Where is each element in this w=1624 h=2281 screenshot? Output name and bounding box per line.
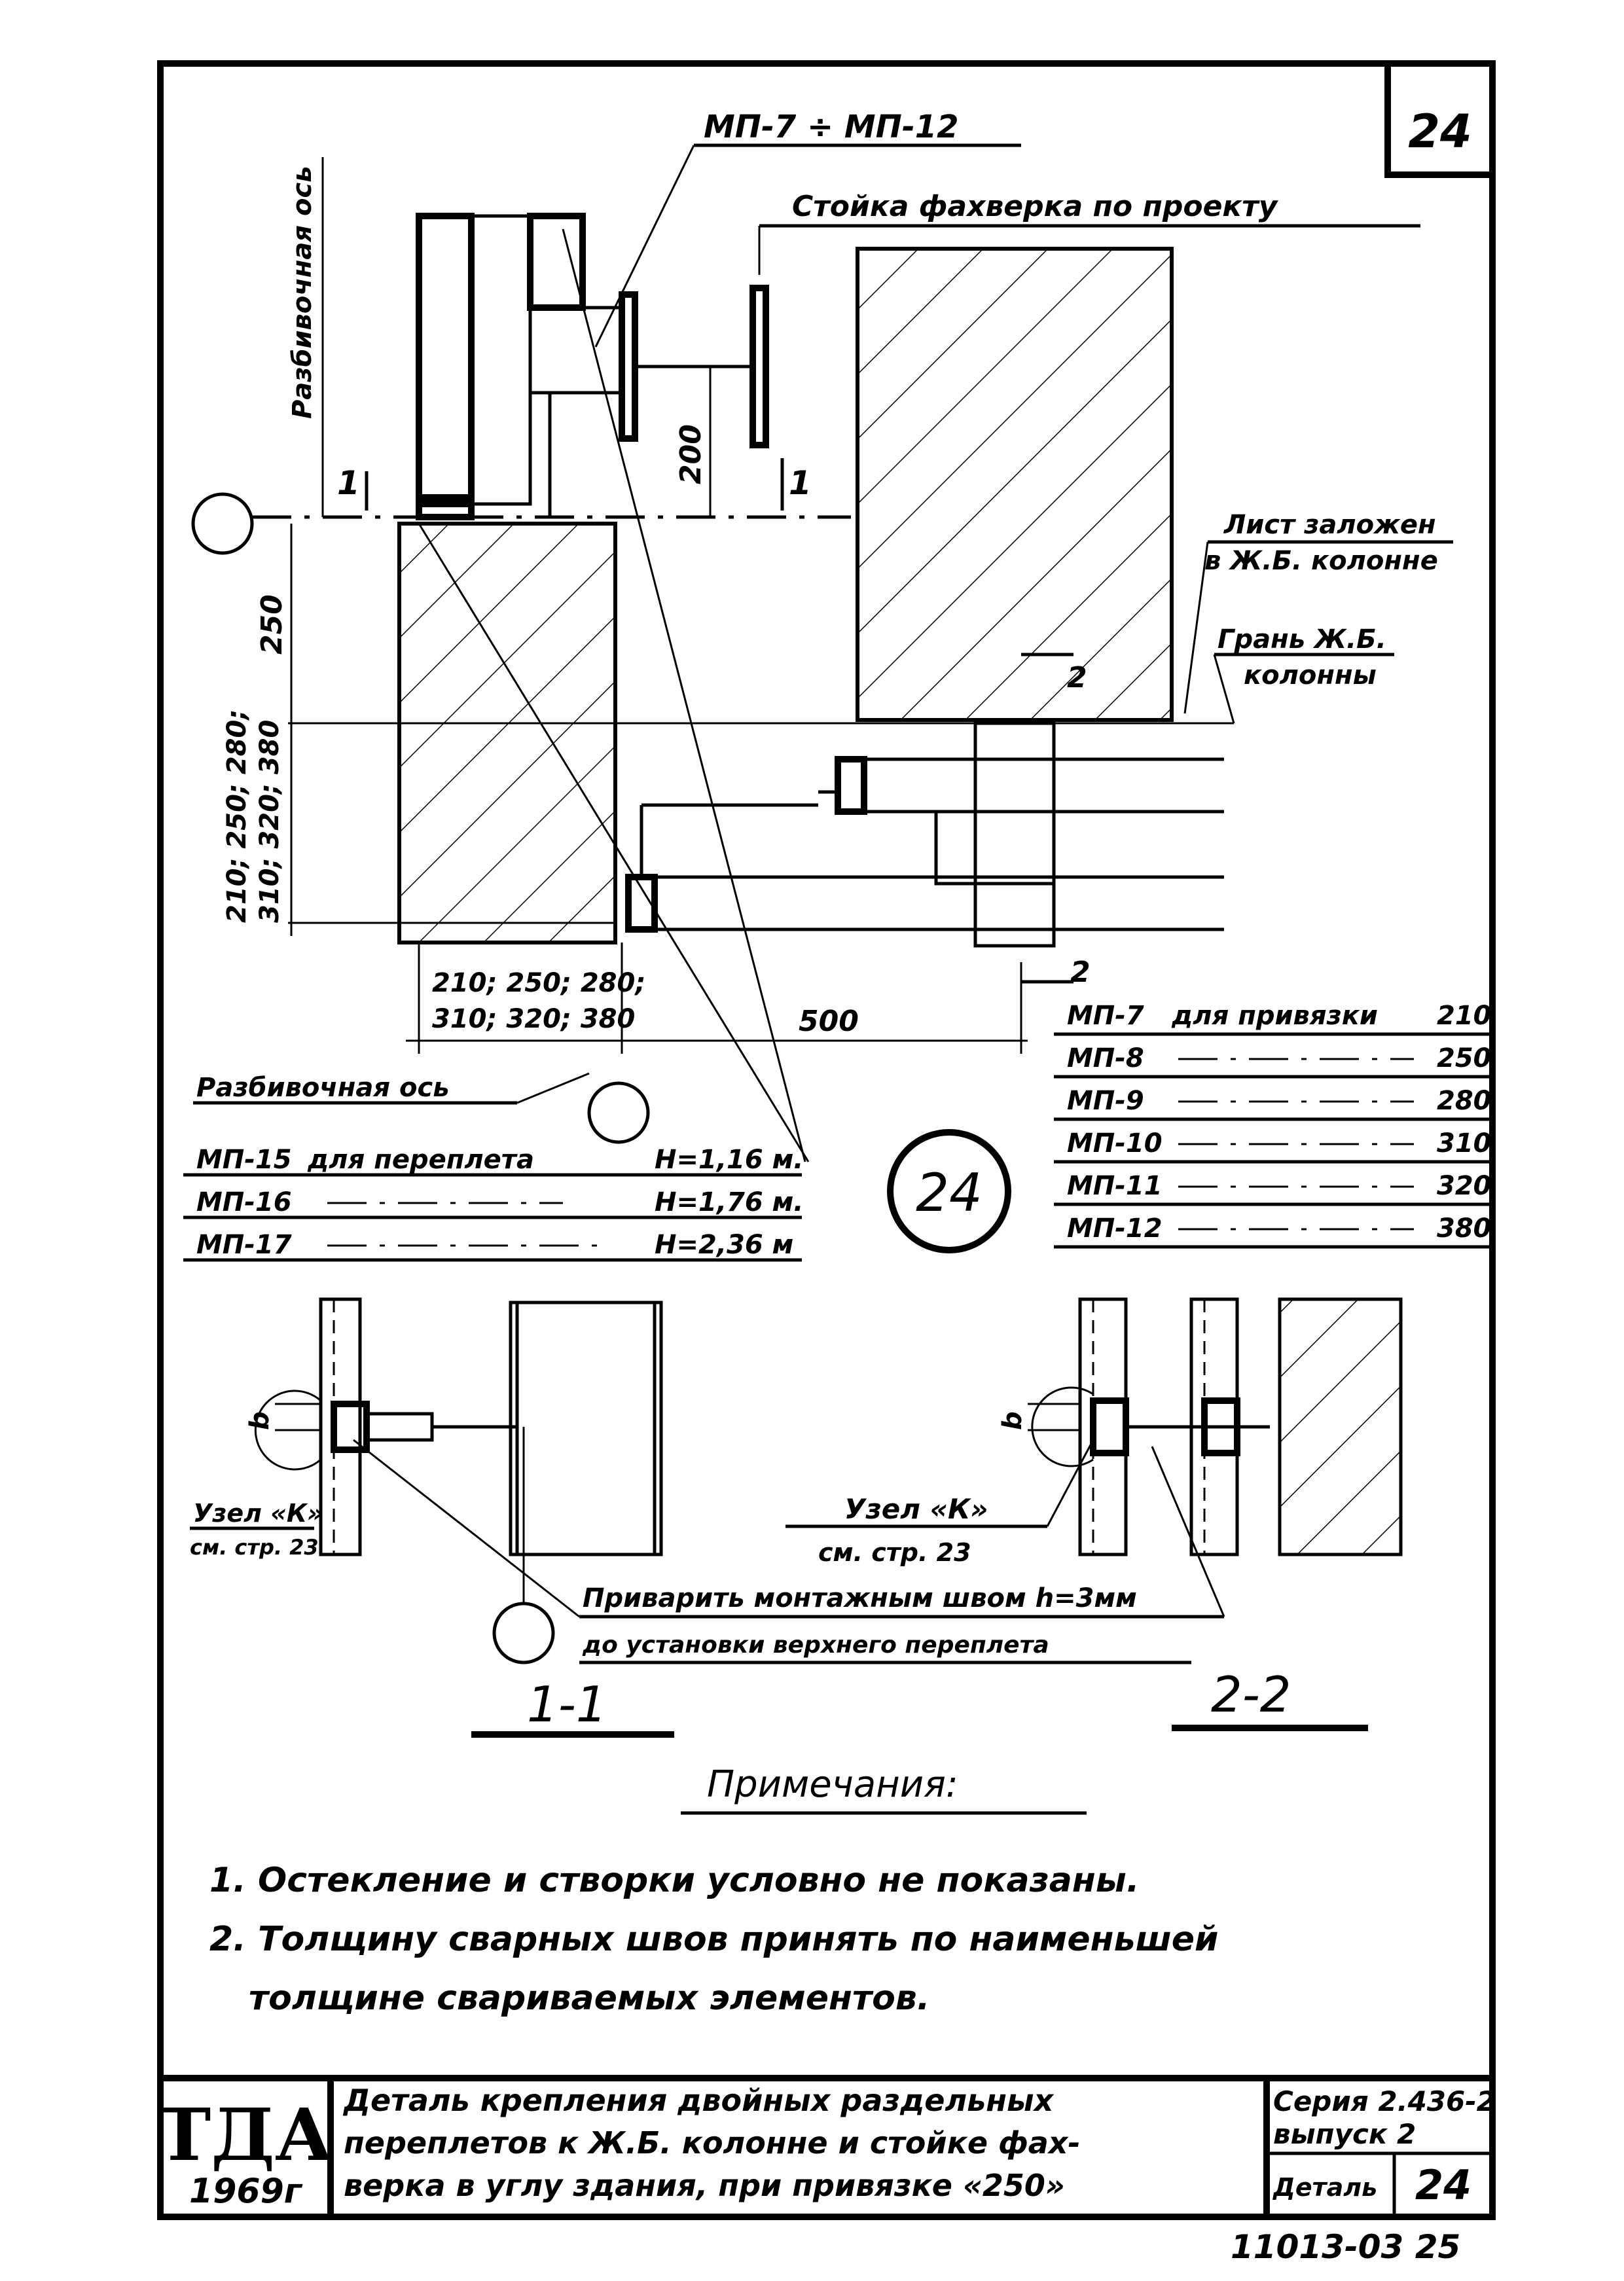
axis-marker-left — [191, 492, 254, 555]
facade-post-label: Стойка фахверка по проекту — [792, 190, 1279, 223]
right-row-6-value: 380 — [1437, 1213, 1492, 1244]
dim-200: 200 — [674, 424, 708, 484]
window-frame-lower — [625, 721, 1224, 948]
left-row-2-mark: МП-16 — [196, 1187, 292, 1217]
node-right-2: см. стр. 23 — [818, 1538, 971, 1567]
right-row-5-mark: МП-11 — [1067, 1171, 1163, 1201]
title-desc-3: верка в углу здания, при привязке «250» — [344, 2168, 1065, 2203]
right-row-4-value: 310 — [1437, 1128, 1492, 1158]
left-table: МП-15 для переплета Н=1,16 м. МП-16 Н=1,… — [183, 1145, 804, 1262]
right-row-3-value: 280 — [1437, 1086, 1492, 1116]
section-1-1-drawing — [254, 1297, 663, 1604]
right-row-4-mark: МП-10 — [1067, 1128, 1163, 1158]
node-left-2: см. стр. 23 — [190, 1535, 319, 1560]
note-1: 1. Остекление и створки условно не показ… — [209, 1861, 1140, 1900]
section-mark-2a: 2 — [1067, 661, 1087, 694]
left-row-3-mark: МП-17 — [196, 1230, 292, 1260]
left-row-1-text: для переплета — [307, 1145, 534, 1175]
title-desc-2: переплетов к Ж.Б. колонне и стойке фах- — [344, 2125, 1081, 2161]
right-row-5-value: 320 — [1437, 1171, 1492, 1201]
axis-label-bottom: Разбивочная ось — [196, 1073, 449, 1103]
right-row-1-value: 210 — [1437, 1001, 1492, 1031]
top-leader-label: МП-7 ÷ МП-12 — [704, 109, 959, 145]
embedded-sheet-label-2: в Ж.Б. колонне — [1204, 546, 1438, 576]
note-2a: 2. Толщину сварных швов принять по наиме… — [209, 1920, 1218, 1959]
left-row-2-height: Н=1,76 м. — [655, 1187, 804, 1217]
note-2b: толщине свариваемых элементов. — [249, 1979, 929, 2018]
section-2-2-drawing — [1028, 1297, 1403, 1556]
right-row-1-mark: МП-7 — [1067, 1001, 1144, 1031]
title-block — [160, 2075, 1492, 2217]
section-title-2: 2-2 — [1211, 1666, 1291, 1723]
dim-vert-2: 310; 320; 380 — [255, 720, 285, 923]
right-row-6-mark: МП-12 — [1067, 1213, 1163, 1244]
column-face-label-2: колонны — [1244, 660, 1377, 691]
detail-circle — [887, 1129, 1011, 1253]
window-frame-upper — [416, 213, 769, 520]
title-desc-1: Деталь крепления двойных раздельных — [342, 2083, 1055, 2118]
axis-marker-section — [492, 1602, 555, 1664]
right-row-1-text: для привязки — [1171, 1001, 1378, 1031]
weld-note-2: до установки верхнего переплета — [582, 1632, 1049, 1659]
bottom-mark: 11013-03 25 — [1231, 2228, 1460, 2266]
dim-vert-1: 210; 250; 280; — [222, 709, 252, 923]
rc-column-right — [856, 247, 1174, 722]
rc-column-left — [397, 522, 617, 944]
embedded-sheet-label-1: Лист заложен — [1223, 510, 1436, 540]
right-row-2-value: 250 — [1437, 1043, 1492, 1073]
title-logo: ТДА — [157, 2092, 333, 2177]
weld-b-right: b — [998, 1411, 1028, 1430]
weld-b-left: b — [245, 1411, 275, 1430]
title-detail-label: Деталь — [1272, 2173, 1377, 2202]
left-row-3-height: Н=2,36 м — [655, 1230, 793, 1260]
page-number: 24 — [1408, 105, 1471, 158]
sheet-frame — [157, 60, 1496, 2220]
dim-250: 250 — [255, 594, 289, 655]
page-number-box — [1384, 60, 1496, 178]
title-series-1: Серия 2.436-2 — [1273, 2085, 1496, 2117]
column-face-label-1: Грань Ж.Б. — [1218, 624, 1386, 655]
dim-500: 500 — [799, 1005, 859, 1038]
section-mark-1a: 1 — [337, 464, 360, 502]
section-title-1: 1-1 — [527, 1676, 607, 1733]
left-row-1-height: Н=1,16 м. — [655, 1145, 804, 1175]
left-row-1-mark: МП-15 — [196, 1145, 292, 1175]
right-row-2-mark: МП-8 — [1067, 1043, 1144, 1073]
right-row-3-mark: МП-9 — [1067, 1086, 1144, 1116]
detail-circle-number: 24 — [916, 1162, 983, 1223]
title-detail-no: 24 — [1415, 2161, 1471, 2209]
section-mark-1b: 1 — [789, 464, 812, 502]
axis-label-top: Разбивочная ось — [287, 166, 317, 419]
dim-horiz-2: 310; 320; 380 — [432, 1004, 635, 1034]
dim-horiz-1: 210; 250; 280; — [432, 968, 645, 998]
title-series-2: выпуск 2 — [1273, 2118, 1416, 2150]
axis-marker-bottom — [587, 1081, 650, 1144]
title-year: 1969г — [189, 2172, 303, 2211]
section-mark-2b: 2 — [1070, 956, 1091, 989]
node-right-1: Узел «К» — [844, 1493, 988, 1525]
weld-note-1: Приварить монтажным швом h=3мм — [583, 1583, 1137, 1613]
node-left-1: Узел «К» — [193, 1499, 323, 1528]
right-table: МП-7 для привязки 210 МП-8 250 МП-9 280 … — [1054, 1001, 1492, 1249]
notes-title: Примечания: — [707, 1763, 958, 1806]
